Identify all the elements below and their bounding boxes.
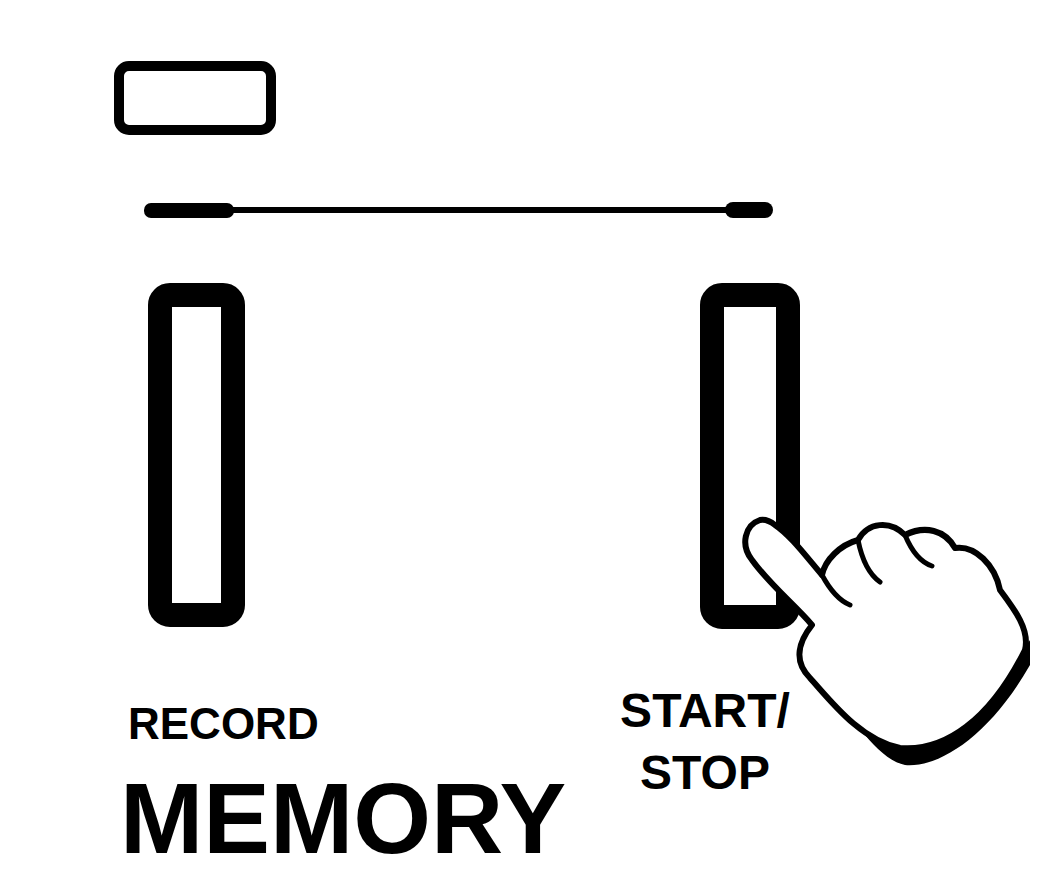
record-button [160,295,233,615]
line-end [725,202,773,218]
button-label: START/ STOP [605,680,805,805]
section-title: MEMORY [120,768,720,868]
indicator-lamp [119,66,271,130]
group-line [152,207,765,213]
button-label: RECORD [128,700,388,748]
line-end [144,203,234,218]
finger-lines [822,535,932,605]
